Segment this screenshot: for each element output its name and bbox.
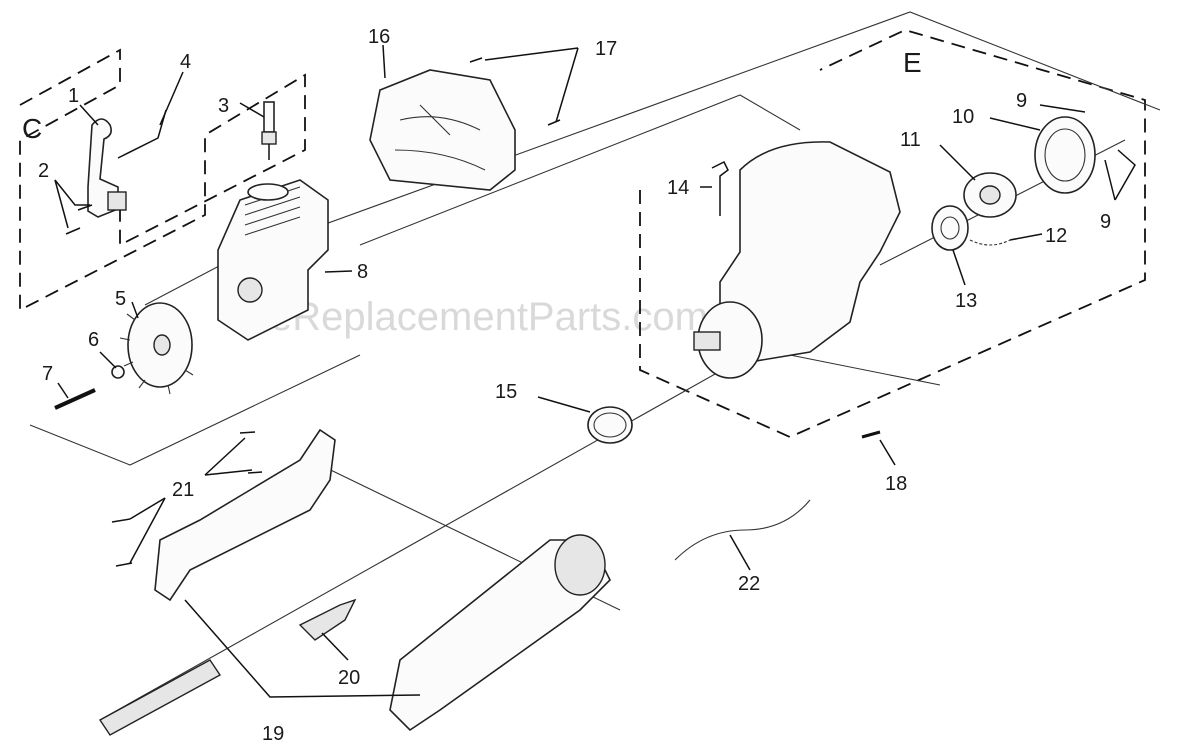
main-housing-part bbox=[693, 141, 901, 379]
screw-18-part bbox=[861, 430, 881, 439]
section-e-boundary bbox=[639, 29, 1146, 438]
section-e-group: E bbox=[639, 29, 1146, 438]
callout-11: 11 bbox=[900, 129, 921, 151]
trigger-part bbox=[298, 598, 357, 641]
callout-19: 19 bbox=[262, 723, 284, 745]
engine-block-part bbox=[217, 179, 329, 341]
callout-15: 15 bbox=[495, 381, 517, 403]
callout-14: 14 bbox=[667, 177, 689, 199]
callout-7: 7 bbox=[42, 363, 53, 385]
ignition-coil-part bbox=[87, 118, 127, 218]
leader-lines bbox=[54, 44, 1136, 698]
callout-16: 16 bbox=[368, 26, 390, 48]
washer-part bbox=[111, 365, 125, 379]
spring-part bbox=[969, 239, 1011, 246]
starter-ring-part bbox=[1034, 116, 1096, 194]
section-c-boundary bbox=[19, 48, 306, 312]
hose-clamp-part bbox=[587, 406, 633, 444]
section-e-label: E bbox=[903, 47, 922, 78]
shroud-screws-part bbox=[469, 57, 561, 126]
assembly-line-left bbox=[29, 354, 361, 466]
callout-9-right: 9 bbox=[1100, 211, 1111, 233]
section-c-group: C bbox=[19, 48, 306, 312]
callout-labels: 1 2 3 4 5 6 7 8 9 9 10 11 12 13 14 15 16… bbox=[38, 26, 1111, 745]
spark-plug-part bbox=[261, 101, 277, 160]
callout-6: 6 bbox=[88, 329, 99, 351]
cable-part bbox=[674, 499, 811, 561]
callout-4: 4 bbox=[180, 51, 191, 73]
callout-21: 21 bbox=[172, 479, 194, 501]
callout-2: 2 bbox=[38, 160, 49, 182]
callout-22: 22 bbox=[738, 573, 760, 595]
callout-17: 17 bbox=[595, 38, 617, 60]
callout-9-top: 9 bbox=[1016, 90, 1027, 112]
pin-part bbox=[54, 388, 96, 410]
engine-shroud-part bbox=[369, 69, 516, 191]
callout-18: 18 bbox=[885, 473, 907, 495]
callout-12: 12 bbox=[1045, 225, 1067, 247]
watermark-text: eReplacementParts.com bbox=[270, 295, 708, 339]
recoil-spring-part bbox=[931, 205, 969, 251]
drive-shaft-part bbox=[98, 659, 222, 736]
ground-wire-part bbox=[117, 109, 167, 159]
callout-13: 13 bbox=[955, 290, 977, 312]
starter-pulley-part bbox=[963, 172, 1017, 218]
flywheel-part bbox=[119, 302, 194, 395]
handle-screws-part bbox=[111, 431, 263, 567]
callout-1: 1 bbox=[68, 85, 79, 107]
section-c-label: C bbox=[22, 113, 42, 144]
assembly-line-shroud bbox=[359, 94, 801, 246]
callout-10: 10 bbox=[952, 106, 974, 128]
clip-part bbox=[711, 160, 729, 216]
assembly-line-top bbox=[144, 11, 1161, 306]
callout-3: 3 bbox=[218, 95, 229, 117]
handle-assembly-part bbox=[154, 428, 611, 732]
callout-5: 5 bbox=[115, 288, 126, 310]
assembly-line-base bbox=[789, 354, 941, 386]
coil-screws-part bbox=[65, 204, 93, 235]
callout-20: 20 bbox=[338, 667, 360, 689]
assembly-line-shaft bbox=[99, 359, 741, 721]
callout-8: 8 bbox=[357, 261, 368, 283]
